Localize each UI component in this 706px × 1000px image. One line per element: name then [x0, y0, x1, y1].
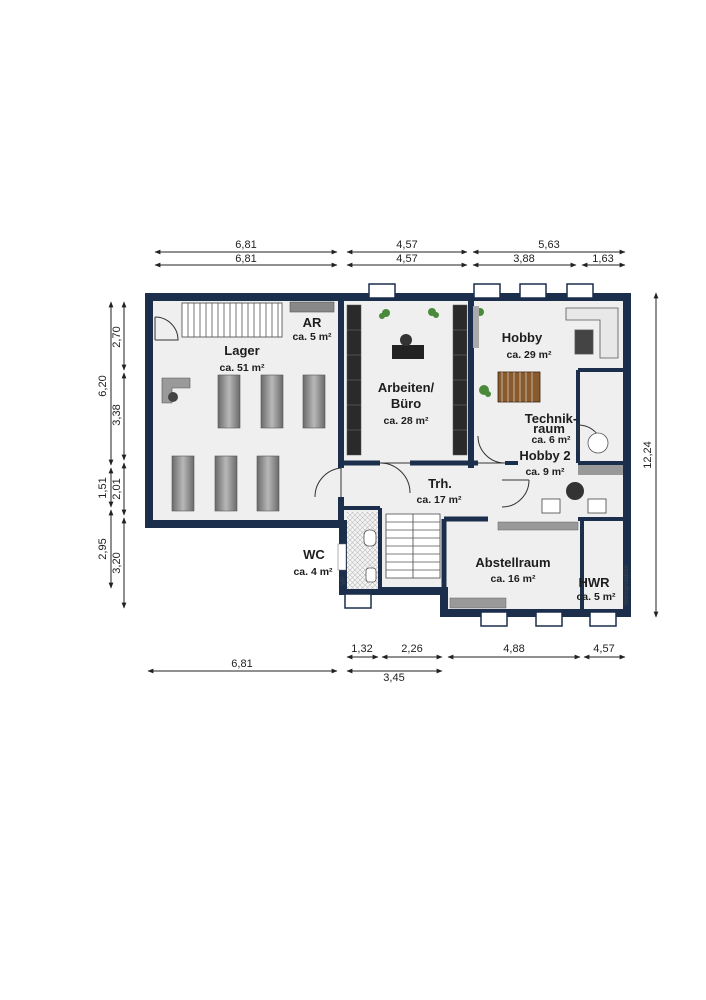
dimension-lines — [108, 249, 659, 674]
dim-top-outer-1: 6,81 — [235, 239, 256, 251]
doors — [154, 316, 604, 508]
dim-bottom-6: 3,45 — [383, 672, 404, 684]
room-trh-area: ca. 17 m² — [417, 494, 462, 506]
room-hobby2-name: Hobby 2 — [519, 448, 570, 463]
dim-top-outer-2: 4,57 — [396, 239, 417, 251]
room-ar-area: ca. 5 m² — [292, 331, 332, 343]
watermark: Immogrundriss — [624, 565, 630, 605]
room-abstell-area: ca. 16 m² — [491, 573, 536, 585]
hobby-sofa — [565, 307, 619, 359]
room-ar-name: AR — [303, 315, 322, 330]
dim-bottom-3: 4,88 — [503, 643, 524, 655]
foosball-table-icon — [497, 371, 541, 403]
lager-shelves — [171, 301, 335, 512]
dim-left-inner-4: 3,20 — [111, 552, 123, 573]
dim-left-inner-2: 3,38 — [111, 404, 123, 425]
buero-desk — [392, 334, 424, 359]
windows — [344, 283, 617, 627]
room-technik-area: ca. 6 m² — [531, 434, 571, 446]
dim-top-inner-4: 1,63 — [592, 253, 613, 265]
dim-left-inner-3: 2,01 — [111, 478, 123, 499]
plant-icon — [379, 308, 491, 397]
dim-left-outer-1: 6,20 — [97, 375, 109, 396]
room-buero-area: ca. 28 m² — [384, 415, 429, 427]
stairs-lager — [181, 302, 283, 338]
dim-bottom-5: 6,81 — [231, 658, 252, 670]
office-chair-icon — [400, 334, 412, 346]
buero-cabinet-lines — [347, 329, 467, 431]
room-buero-name-1: Arbeiten/ — [378, 380, 435, 395]
room-wc-name: WC — [303, 547, 325, 562]
office-chair-icon — [168, 392, 178, 402]
dim-right: 12,24 — [642, 441, 654, 469]
room-abstell-name: Abstellraum — [475, 555, 550, 570]
abstell-shelves — [449, 521, 579, 609]
lager-desk — [161, 377, 191, 404]
dim-top-inner-3: 3,88 — [513, 253, 534, 265]
dim-top-outer-3: 5,63 — [538, 239, 559, 251]
room-hobby2-area: ca. 9 m² — [525, 466, 565, 478]
room-hwr-name: HWR — [578, 575, 610, 590]
room-trh-name: Trh. — [428, 476, 452, 491]
room-hobby-area: ca. 29 m² — [507, 349, 552, 361]
dim-top-inner-2: 4,57 — [396, 253, 417, 265]
room-technik-name-1: Technik- — [525, 411, 578, 426]
room-buero-name-2: Büro — [391, 396, 421, 411]
hobby-tv — [473, 306, 479, 348]
room-labels: Lager ca. 51 m² AR ca. 5 m² Arbeiten/ Bü… — [220, 315, 617, 603]
dim-top-inner-1: 6,81 — [235, 253, 256, 265]
dimension-labels: 6,81 4,57 5,63 6,81 4,57 3,88 1,63 6,20 … — [97, 239, 654, 684]
logo-vp: VP — [341, 577, 347, 585]
logo-mark — [337, 543, 347, 571]
room-lager-area: ca. 51 m² — [220, 362, 265, 374]
room-technik-name-2: raum — [533, 421, 565, 436]
dim-left-outer-2: 1,51 — [97, 477, 109, 498]
wc-fixtures — [363, 529, 377, 583]
hobby2-furniture — [541, 465, 623, 514]
room-lager-name: Lager — [224, 343, 259, 358]
dim-bottom-1: 1,32 — [351, 643, 372, 655]
dim-left-inner-1: 2,70 — [111, 326, 123, 347]
room-hwr-area: ca. 5 m² — [576, 591, 616, 603]
room-hobby-name: Hobby — [502, 330, 543, 345]
technik-boiler — [587, 432, 609, 454]
room-wc-area: ca. 4 m² — [293, 566, 333, 578]
stairs-treppenhaus — [385, 513, 441, 579]
walls — [145, 293, 631, 617]
dim-left-outer-3: 2,95 — [97, 538, 109, 559]
dim-bottom-2: 2,26 — [401, 643, 422, 655]
dim-bottom-4: 4,57 — [593, 643, 614, 655]
